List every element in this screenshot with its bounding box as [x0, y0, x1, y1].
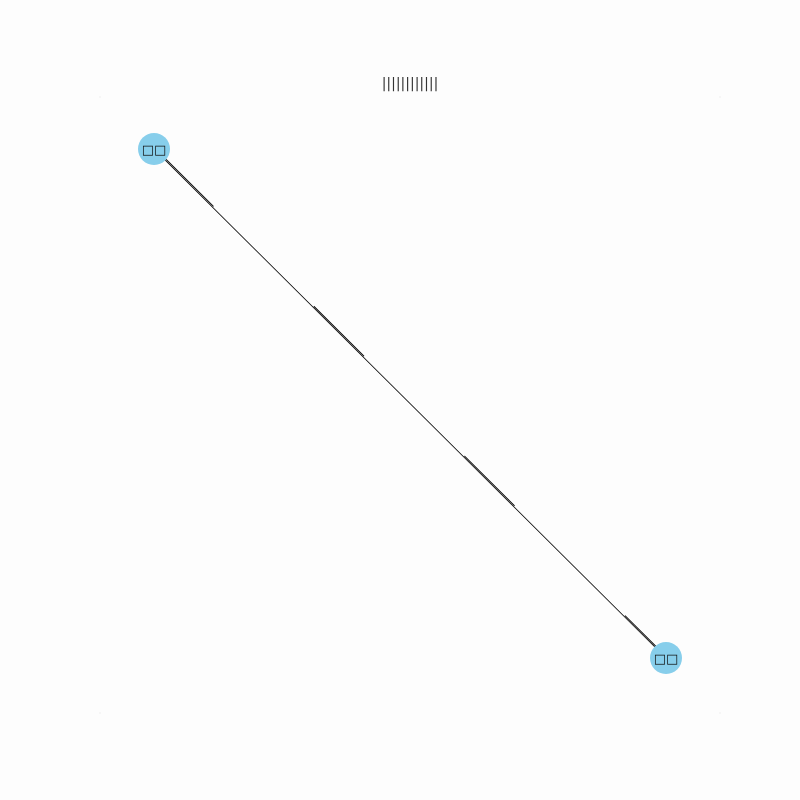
- node-circle-a[interactable]: [138, 133, 170, 165]
- graph-node[interactable]: □□: [138, 133, 170, 165]
- graph-edge: [162, 157, 658, 650]
- graph-edge-segment: [464, 455, 515, 507]
- graph-edge-segment: [313, 305, 365, 357]
- node-label-b: □□: [654, 652, 679, 667]
- node-label-a: □□: [142, 143, 167, 158]
- diagram-title: ||||||||||||: [382, 76, 439, 92]
- graph-edge-segment: [163, 156, 214, 207]
- edges-layer: [162, 156, 666, 656]
- nodes-layer: □□ □□: [138, 133, 682, 674]
- plot-area-corners: [99, 96, 721, 714]
- graph-node[interactable]: □□: [650, 642, 682, 674]
- node-circle-b[interactable]: [650, 642, 682, 674]
